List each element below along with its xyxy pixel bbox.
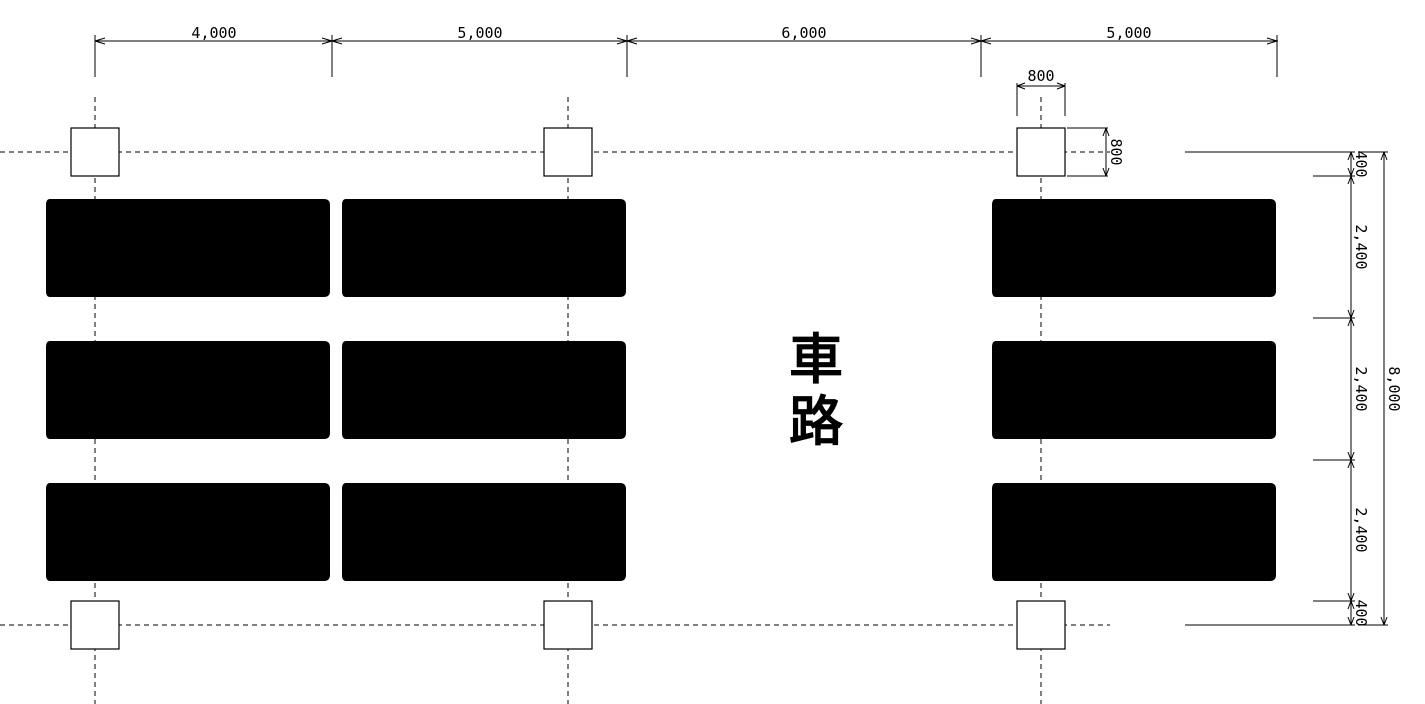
road-label-char-1: 車 [789, 328, 843, 391]
parked-cars [46, 199, 1276, 581]
dim-right-3: 2,400 [1352, 366, 1370, 411]
dim-column-width: 800 [1027, 67, 1054, 85]
dim-top-4: 5,000 [1106, 24, 1151, 42]
column [1016, 600, 1066, 650]
dim-right-2: 2,400 [1352, 224, 1370, 269]
dim-overall: 8,000 [1385, 366, 1403, 411]
columns [70, 127, 1066, 650]
column [1016, 127, 1066, 177]
dim-right-1: 400 [1352, 150, 1370, 177]
car [992, 483, 1276, 581]
dim-top-2: 5,000 [457, 24, 502, 42]
car [342, 483, 626, 581]
car [46, 483, 330, 581]
dim-right-4: 2,400 [1352, 507, 1370, 552]
column-width-dimension: 800 [1016, 67, 1066, 116]
column [70, 127, 120, 177]
road-label-char-2: 路 [789, 390, 844, 453]
dim-top-3: 6,000 [781, 24, 826, 42]
car [342, 199, 626, 297]
car [46, 199, 330, 297]
dim-right-5: 400 [1352, 599, 1370, 626]
dim-top-1: 4,000 [191, 24, 236, 42]
column [543, 127, 593, 177]
column-depth-dimension: 800 [1067, 127, 1125, 177]
column [70, 600, 120, 650]
top-dimensions: 4,000 5,000 6,000 5,000 [94, 24, 1278, 77]
column [543, 600, 593, 650]
car [992, 341, 1276, 439]
dim-column-depth: 800 [1107, 138, 1125, 165]
right-dimensions: 400 2,400 2,400 2,400 400 8,000 [1313, 150, 1403, 627]
car [992, 199, 1276, 297]
car [46, 341, 330, 439]
road-label: 車 路 [789, 328, 844, 453]
car [342, 341, 626, 439]
